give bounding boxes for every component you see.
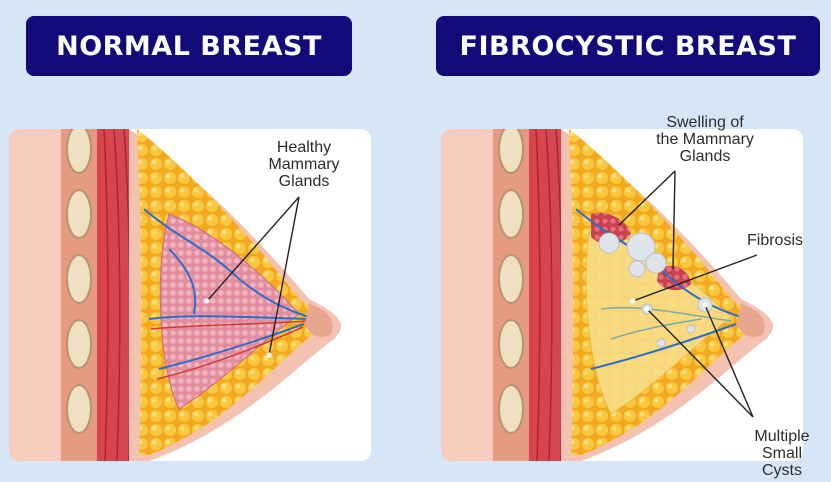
label-line: Small bbox=[761, 445, 802, 462]
cysts bbox=[598, 232, 713, 348]
label-line: Multiple bbox=[754, 428, 810, 445]
cysts-label: Multiple Small Cysts bbox=[745, 428, 819, 479]
swollen-gland bbox=[657, 265, 691, 291]
ribs bbox=[498, 129, 524, 434]
chest-wall bbox=[441, 129, 501, 461]
blood-vessels bbox=[575, 208, 742, 370]
label-line: Mammary bbox=[268, 156, 340, 173]
label-line: Cysts bbox=[762, 462, 802, 479]
fibrocystic-breast-panel bbox=[441, 129, 803, 461]
nipple bbox=[737, 304, 765, 338]
normal-breast-panel: Healthy Mammary Glands bbox=[9, 129, 371, 461]
label-line: Healthy bbox=[276, 139, 332, 156]
fibrocystic-breast-title: FIBROCYSTIC BREAST bbox=[436, 16, 820, 76]
fibrosis-label: Fibrosis bbox=[746, 232, 803, 249]
label-line: Swelling of bbox=[666, 114, 744, 131]
normal-breast-title: NORMAL BREAST bbox=[26, 16, 352, 76]
fibrocystic-breast-illustration bbox=[441, 129, 773, 461]
label-line: Glands bbox=[278, 173, 330, 190]
label-pointer-lines bbox=[206, 196, 300, 356]
chest-wall bbox=[9, 129, 69, 461]
swelling-label: Swelling of the Mammary Glands bbox=[649, 114, 761, 165]
label-line: Glands bbox=[679, 148, 731, 165]
ribs bbox=[66, 129, 92, 434]
label-pointer-lines bbox=[618, 170, 758, 418]
blood-vessels bbox=[143, 208, 310, 370]
nipple bbox=[305, 304, 333, 338]
normal-breast-illustration bbox=[9, 129, 341, 461]
healthy-glands-label: Healthy Mammary Glands bbox=[249, 139, 359, 190]
label-line: the Mammary bbox=[656, 131, 754, 148]
